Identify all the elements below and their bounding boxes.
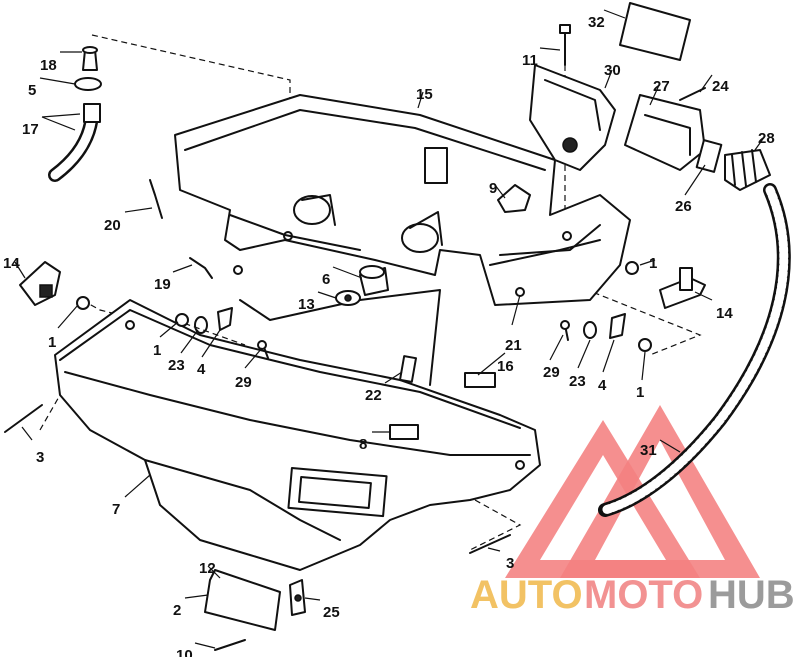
part-25-bracket — [289, 579, 306, 616]
callout-12: 12 — [199, 560, 216, 577]
part-11-bolt — [559, 24, 571, 66]
part-4-latch-hooks — [217, 307, 626, 339]
callout-1: 1 — [48, 334, 56, 351]
callout-19: 19 — [154, 276, 171, 293]
callout-7: 7 — [112, 501, 120, 518]
part-29-screws — [257, 320, 570, 359]
part-7-lower-cowl — [54, 299, 541, 571]
callout-18: 18 — [40, 57, 57, 74]
watermark-text-hub: HUB — [708, 573, 795, 617]
callout-20: 20 — [104, 217, 121, 234]
part-1-fasteners — [76, 261, 652, 352]
callout-22: 22 — [365, 387, 382, 404]
callout-17: 17 — [22, 121, 39, 138]
part-16-pad — [464, 372, 496, 388]
part-9-clip — [497, 184, 531, 213]
callout-14: 14 — [3, 255, 20, 272]
leader-lines — [14, 9, 766, 649]
part-10-screw — [214, 639, 246, 651]
callout-8: 8 — [359, 436, 367, 453]
watermark-triangle-right — [560, 405, 760, 578]
callout-24: 24 — [712, 78, 729, 95]
callout-5: 5 — [28, 82, 36, 99]
part-28-boot — [724, 149, 771, 191]
part-8-pad — [389, 424, 419, 440]
part-15-upper-housing — [174, 94, 631, 386]
callout-2: 2 — [173, 602, 181, 619]
callout-3: 3 — [36, 449, 44, 466]
part-12-plate — [204, 569, 281, 631]
part-32-decal — [619, 2, 691, 61]
callout-10: 10 — [176, 647, 193, 657]
callout-23: 23 — [168, 357, 185, 374]
callout-11: 11 — [522, 52, 538, 69]
part-21-bracket-assy — [489, 239, 601, 266]
watermark-logo: AUTO MOTO HUB — [470, 405, 795, 617]
callout-23: 23 — [569, 373, 586, 390]
callout-1: 1 — [636, 384, 644, 401]
callout-13: 13 — [298, 296, 315, 313]
callout-9: 9 — [489, 180, 497, 197]
part-14-latch-left — [19, 261, 61, 306]
part-22-insert — [399, 355, 417, 383]
callout-29: 29 — [543, 364, 560, 381]
watermark-text-moto: MOTO — [584, 573, 703, 617]
part-23-washers — [194, 316, 597, 339]
part-31-hose — [598, 183, 791, 517]
callout-32: 32 — [588, 14, 605, 31]
part-18-grommet — [82, 46, 98, 71]
part-17-hose — [48, 103, 101, 182]
callout-27: 27 — [653, 78, 670, 95]
part-19-wire-clip — [189, 257, 213, 279]
callout-1: 1 — [649, 255, 657, 272]
callout-15: 15 — [416, 86, 433, 103]
callout-14: 14 — [716, 305, 733, 322]
part-3-bolts — [4, 404, 511, 554]
callout-4: 4 — [598, 377, 607, 394]
part-14-latch-right — [659, 267, 706, 309]
callout-1: 1 — [153, 342, 161, 359]
callout-16: 16 — [497, 358, 514, 375]
callout-28: 28 — [758, 130, 775, 147]
part-5-ring — [74, 77, 102, 91]
callout-29: 29 — [235, 374, 252, 391]
callout-30: 30 — [604, 62, 621, 79]
callout-21: 21 — [505, 337, 522, 354]
callout-25: 25 — [323, 604, 340, 621]
callout-4: 4 — [197, 361, 206, 378]
part-26-gasket — [695, 139, 723, 173]
callout-26: 26 — [675, 198, 692, 215]
callout-31: 31 — [640, 442, 657, 459]
part-6-bushing — [359, 265, 389, 296]
watermark-text-auto: AUTO — [470, 573, 583, 617]
part-30-bracket — [529, 64, 616, 171]
part-20-wire-clip — [149, 179, 163, 219]
part-13-washer — [335, 290, 361, 306]
callout-6: 6 — [322, 271, 330, 288]
callout-3: 3 — [506, 555, 514, 572]
part-15-tab — [424, 147, 448, 184]
part-27-grille — [624, 94, 706, 171]
